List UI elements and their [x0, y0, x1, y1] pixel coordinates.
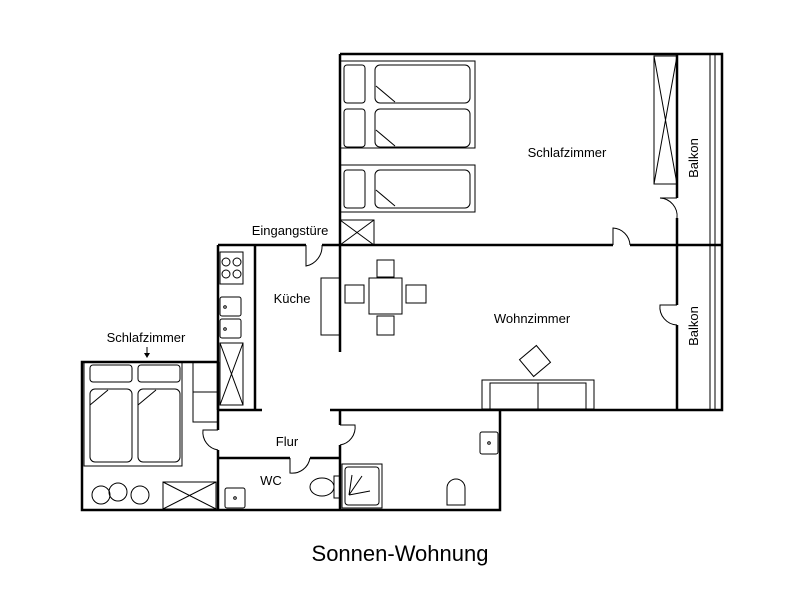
- label-eingangstuere: Eingangstüre: [252, 223, 329, 238]
- small-bedroom-furniture: [83, 361, 219, 510]
- label-balkon-bottom: Balkon: [686, 306, 701, 346]
- label-schlafzimmer-main: Schlafzimmer: [528, 145, 607, 160]
- label-balkon-top: Balkon: [686, 138, 701, 178]
- living-furniture: [481, 344, 595, 410]
- kitchen-furniture: [219, 251, 427, 406]
- label-kueche: Küche: [274, 291, 311, 306]
- label-wohnzimmer: Wohnzimmer: [494, 311, 571, 326]
- label-schlafzimmer-small: Schlafzimmer: [107, 330, 186, 345]
- beds-main-bedroom: [339, 55, 678, 246]
- doors: [202, 197, 678, 474]
- bathroom-fixtures: [144, 347, 499, 509]
- label-wc: WC: [260, 473, 282, 488]
- plan-title: Sonnen-Wohnung: [312, 541, 489, 566]
- label-flur: Flur: [276, 434, 299, 449]
